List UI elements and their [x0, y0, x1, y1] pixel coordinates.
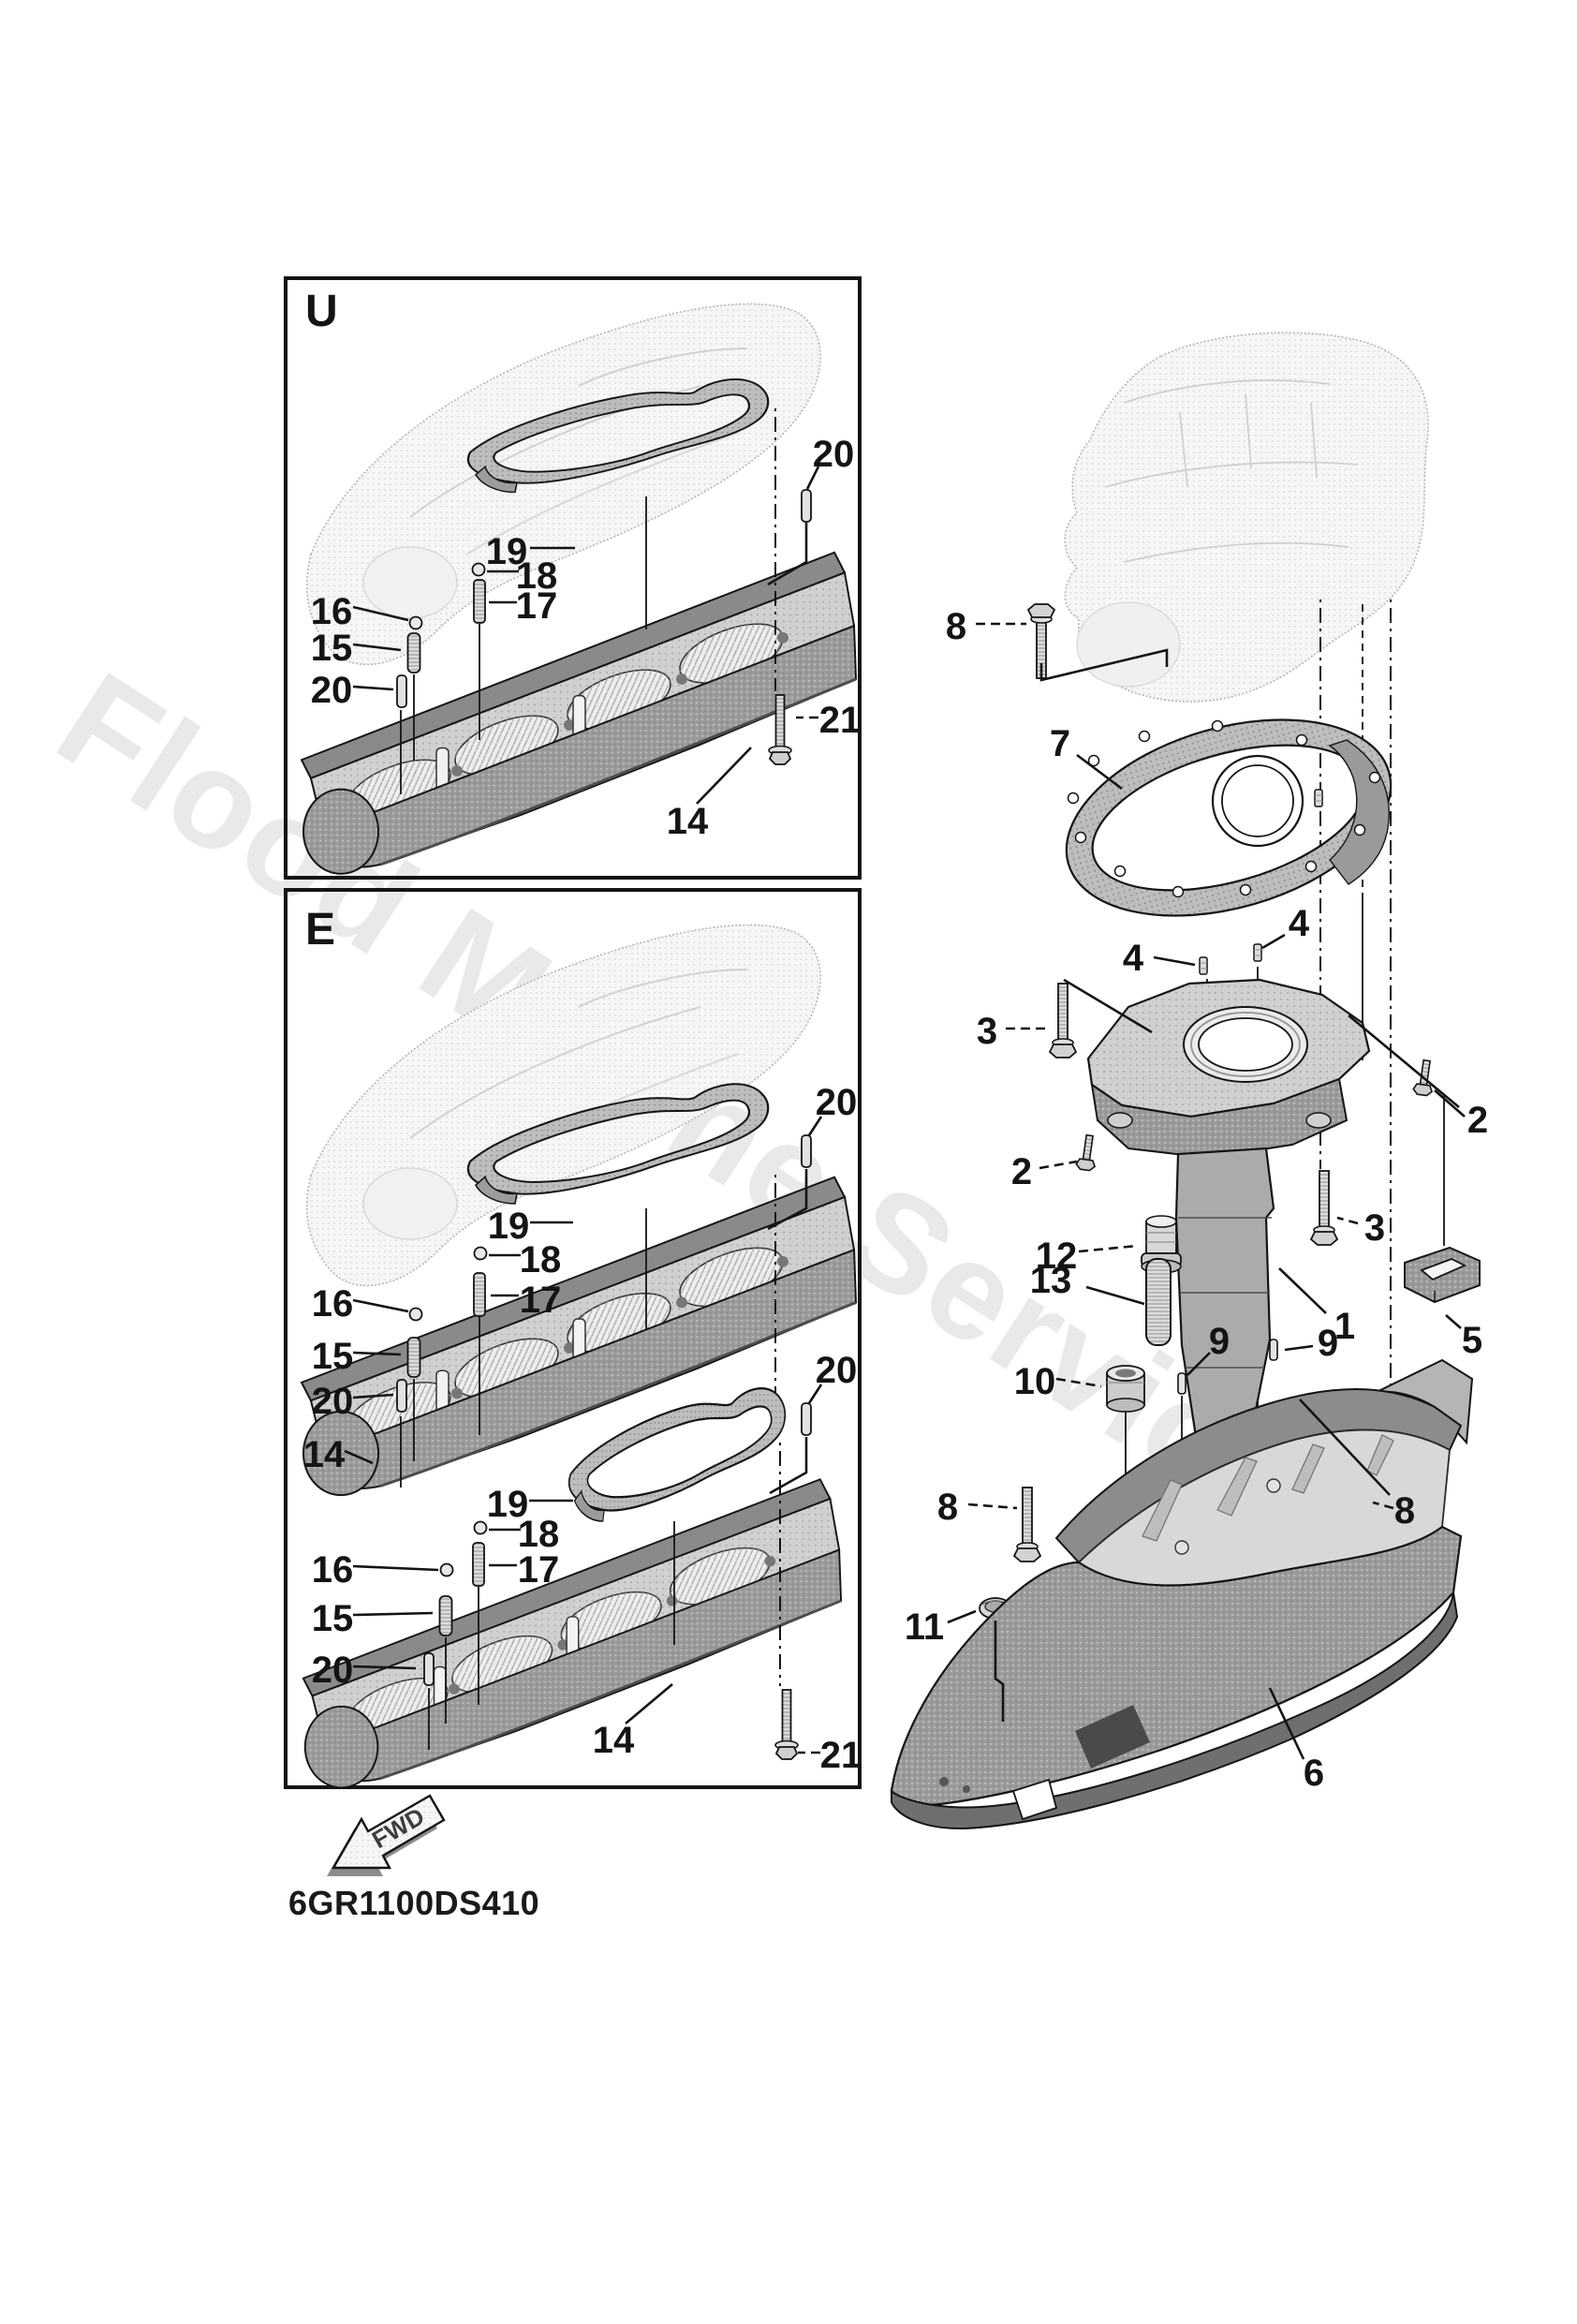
callout-18: 18 [518, 1514, 560, 1555]
stud-13 [1145, 1258, 1172, 1346]
right-exploded-view: 8 7 4 4 3 2 2 3 12 13 1 5 9 9 10 8 8 11 … [890, 332, 1488, 1830]
callout-8-left: 8 [937, 1487, 958, 1528]
panel-e: E 20 19 18 17 16 15 20 14 [284, 888, 862, 1789]
callout-18: 18 [520, 1239, 562, 1280]
callout-12: 12 [1036, 1236, 1078, 1277]
lower-casing-6 [890, 1358, 1474, 1830]
pin-9-right [1269, 1339, 1278, 1361]
callout-19: 19 [486, 531, 528, 572]
callout-20b: 20 [311, 670, 353, 711]
panel-e-border [284, 888, 862, 1789]
callout-20b: 20 [312, 1381, 354, 1422]
panel-u-label: U [305, 287, 338, 336]
bolt-3-right [1310, 1170, 1338, 1246]
gasket-7 [1065, 718, 1393, 917]
callout-17: 17 [516, 585, 558, 627]
callout-3-right: 3 [1364, 1207, 1385, 1249]
ghost-engine-block [1064, 332, 1429, 703]
callout-8-top: 8 [946, 606, 966, 647]
callout-13: 13 [1030, 1260, 1072, 1301]
fwd-arrow: FWD [327, 1794, 446, 1876]
bolt-8-left [1013, 1487, 1041, 1562]
callout-17: 17 [518, 1549, 560, 1591]
callout-8-right: 8 [1394, 1490, 1415, 1532]
callout-15: 15 [312, 1336, 354, 1377]
callout-14: 14 [667, 801, 709, 842]
callout-16: 16 [311, 591, 353, 632]
callout-4-left: 4 [1123, 938, 1144, 979]
bushing-10 [1106, 1365, 1145, 1413]
gasket-19-lower [567, 1387, 787, 1523]
damper-5 [1404, 1247, 1481, 1303]
callout-14: 14 [303, 1434, 346, 1475]
callout-17: 17 [520, 1280, 562, 1321]
callout-21: 21 [819, 700, 862, 741]
callout-4-right: 4 [1289, 903, 1310, 944]
callout-14: 14 [593, 1720, 635, 1761]
callout-10: 10 [1014, 1361, 1056, 1402]
callout-5: 5 [1462, 1320, 1482, 1361]
pin-9-left [1177, 1372, 1186, 1395]
callout-21: 21 [820, 1735, 862, 1776]
pin-4-right [1253, 943, 1262, 962]
panel-e-label: E [305, 905, 335, 955]
callout-9-right: 9 [1318, 1323, 1338, 1364]
callout-19: 19 [488, 1206, 530, 1247]
oil-pan-1 [1086, 978, 1371, 1469]
callout-18: 18 [516, 555, 558, 597]
callout-2-right: 2 [1467, 1100, 1488, 1141]
callout-11: 11 [905, 1606, 944, 1648]
callout-7: 7 [1050, 723, 1070, 764]
callout-16: 16 [312, 1549, 354, 1591]
callout-20b: 20 [312, 1650, 354, 1691]
panel-u-border [284, 276, 862, 880]
pin-4-left [1199, 956, 1208, 975]
callout-3-left: 3 [977, 1011, 997, 1052]
callout-15: 15 [312, 1598, 354, 1639]
callout-20: 20 [816, 1082, 858, 1123]
callout-2-left: 2 [1011, 1151, 1032, 1192]
callout-6: 6 [1304, 1753, 1324, 1794]
callout-16: 16 [312, 1283, 354, 1325]
callout-19: 19 [487, 1484, 529, 1525]
callout-1: 1 [1334, 1306, 1355, 1347]
bolt-3-left [1049, 983, 1077, 1058]
callout-20: 20 [813, 434, 855, 475]
diagram-code: 6GR1100DS410 [288, 1884, 539, 1922]
casing-14-lower [302, 1477, 843, 1789]
panel-u: U 20 19 18 17 16 15 20 21 14 [284, 276, 862, 880]
callout-20: 20 [816, 1350, 858, 1391]
callout-9-left: 9 [1209, 1321, 1230, 1362]
bolt-2-left [1074, 1133, 1100, 1173]
callout-15: 15 [311, 628, 353, 669]
